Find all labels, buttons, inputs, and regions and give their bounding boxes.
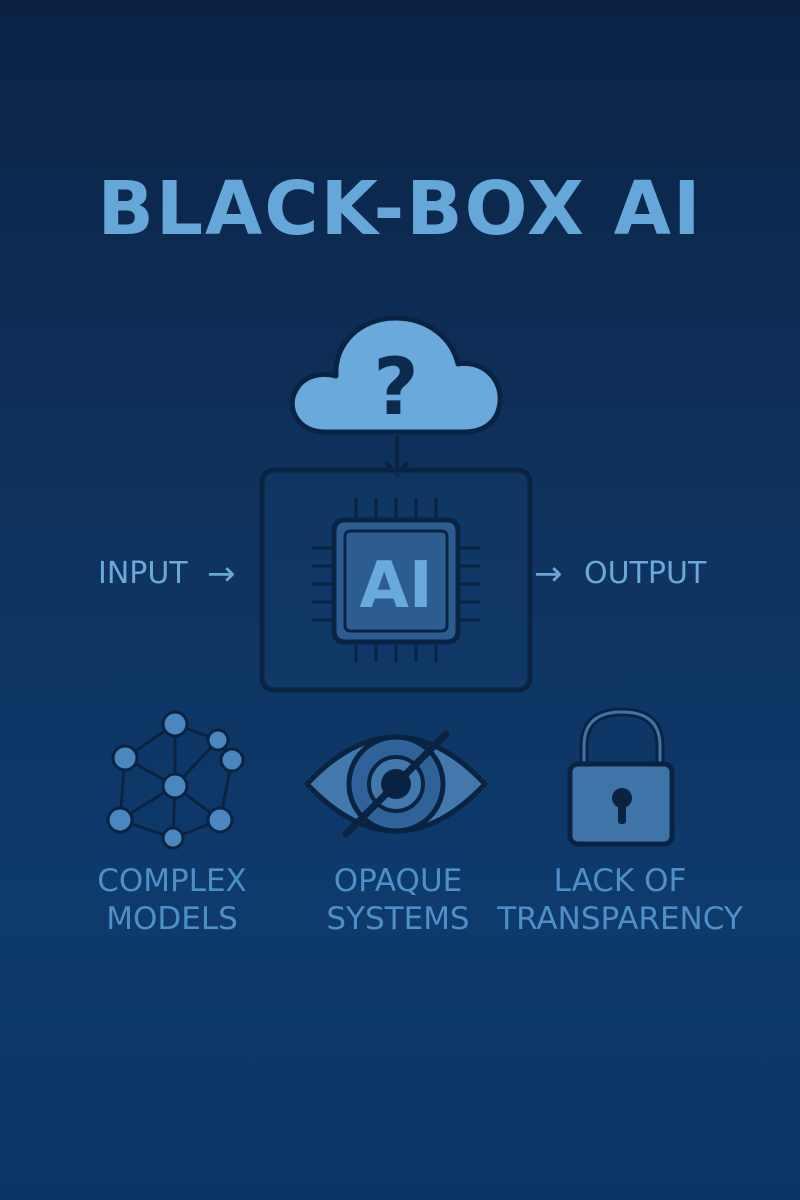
caption-lack-of-transparency: LACK OF TRANSPARENCY — [490, 862, 750, 938]
network-graph-icon — [106, 710, 245, 850]
crossed-eye-icon — [304, 730, 488, 838]
cloud-question-icon: ? — [289, 315, 503, 435]
input-arrow-icon: → — [207, 554, 236, 594]
caption-complex-models: COMPLEX MODELS — [42, 862, 302, 938]
caption-line: OPAQUE — [333, 863, 463, 899]
input-label: INPUT — [98, 556, 188, 591]
question-mark: ? — [373, 343, 418, 433]
caption-line: COMPLEX — [97, 863, 247, 899]
ai-chip-inner — [343, 529, 449, 633]
caption-line: SYSTEMS — [326, 901, 470, 937]
padlock-icon — [567, 707, 675, 847]
caption-line: MODELS — [106, 901, 238, 937]
caption-opaque-systems: OPAQUE SYSTEMS — [268, 862, 528, 938]
caption-line: TRANSPARENCY — [497, 901, 743, 937]
output-arrow-icon: → — [534, 554, 563, 594]
output-label: OUTPUT — [584, 556, 707, 591]
caption-line: LACK OF — [553, 863, 687, 899]
ai-chip-label: AI — [359, 549, 432, 623]
page-title: BLACK-BOX AI — [97, 166, 703, 252]
